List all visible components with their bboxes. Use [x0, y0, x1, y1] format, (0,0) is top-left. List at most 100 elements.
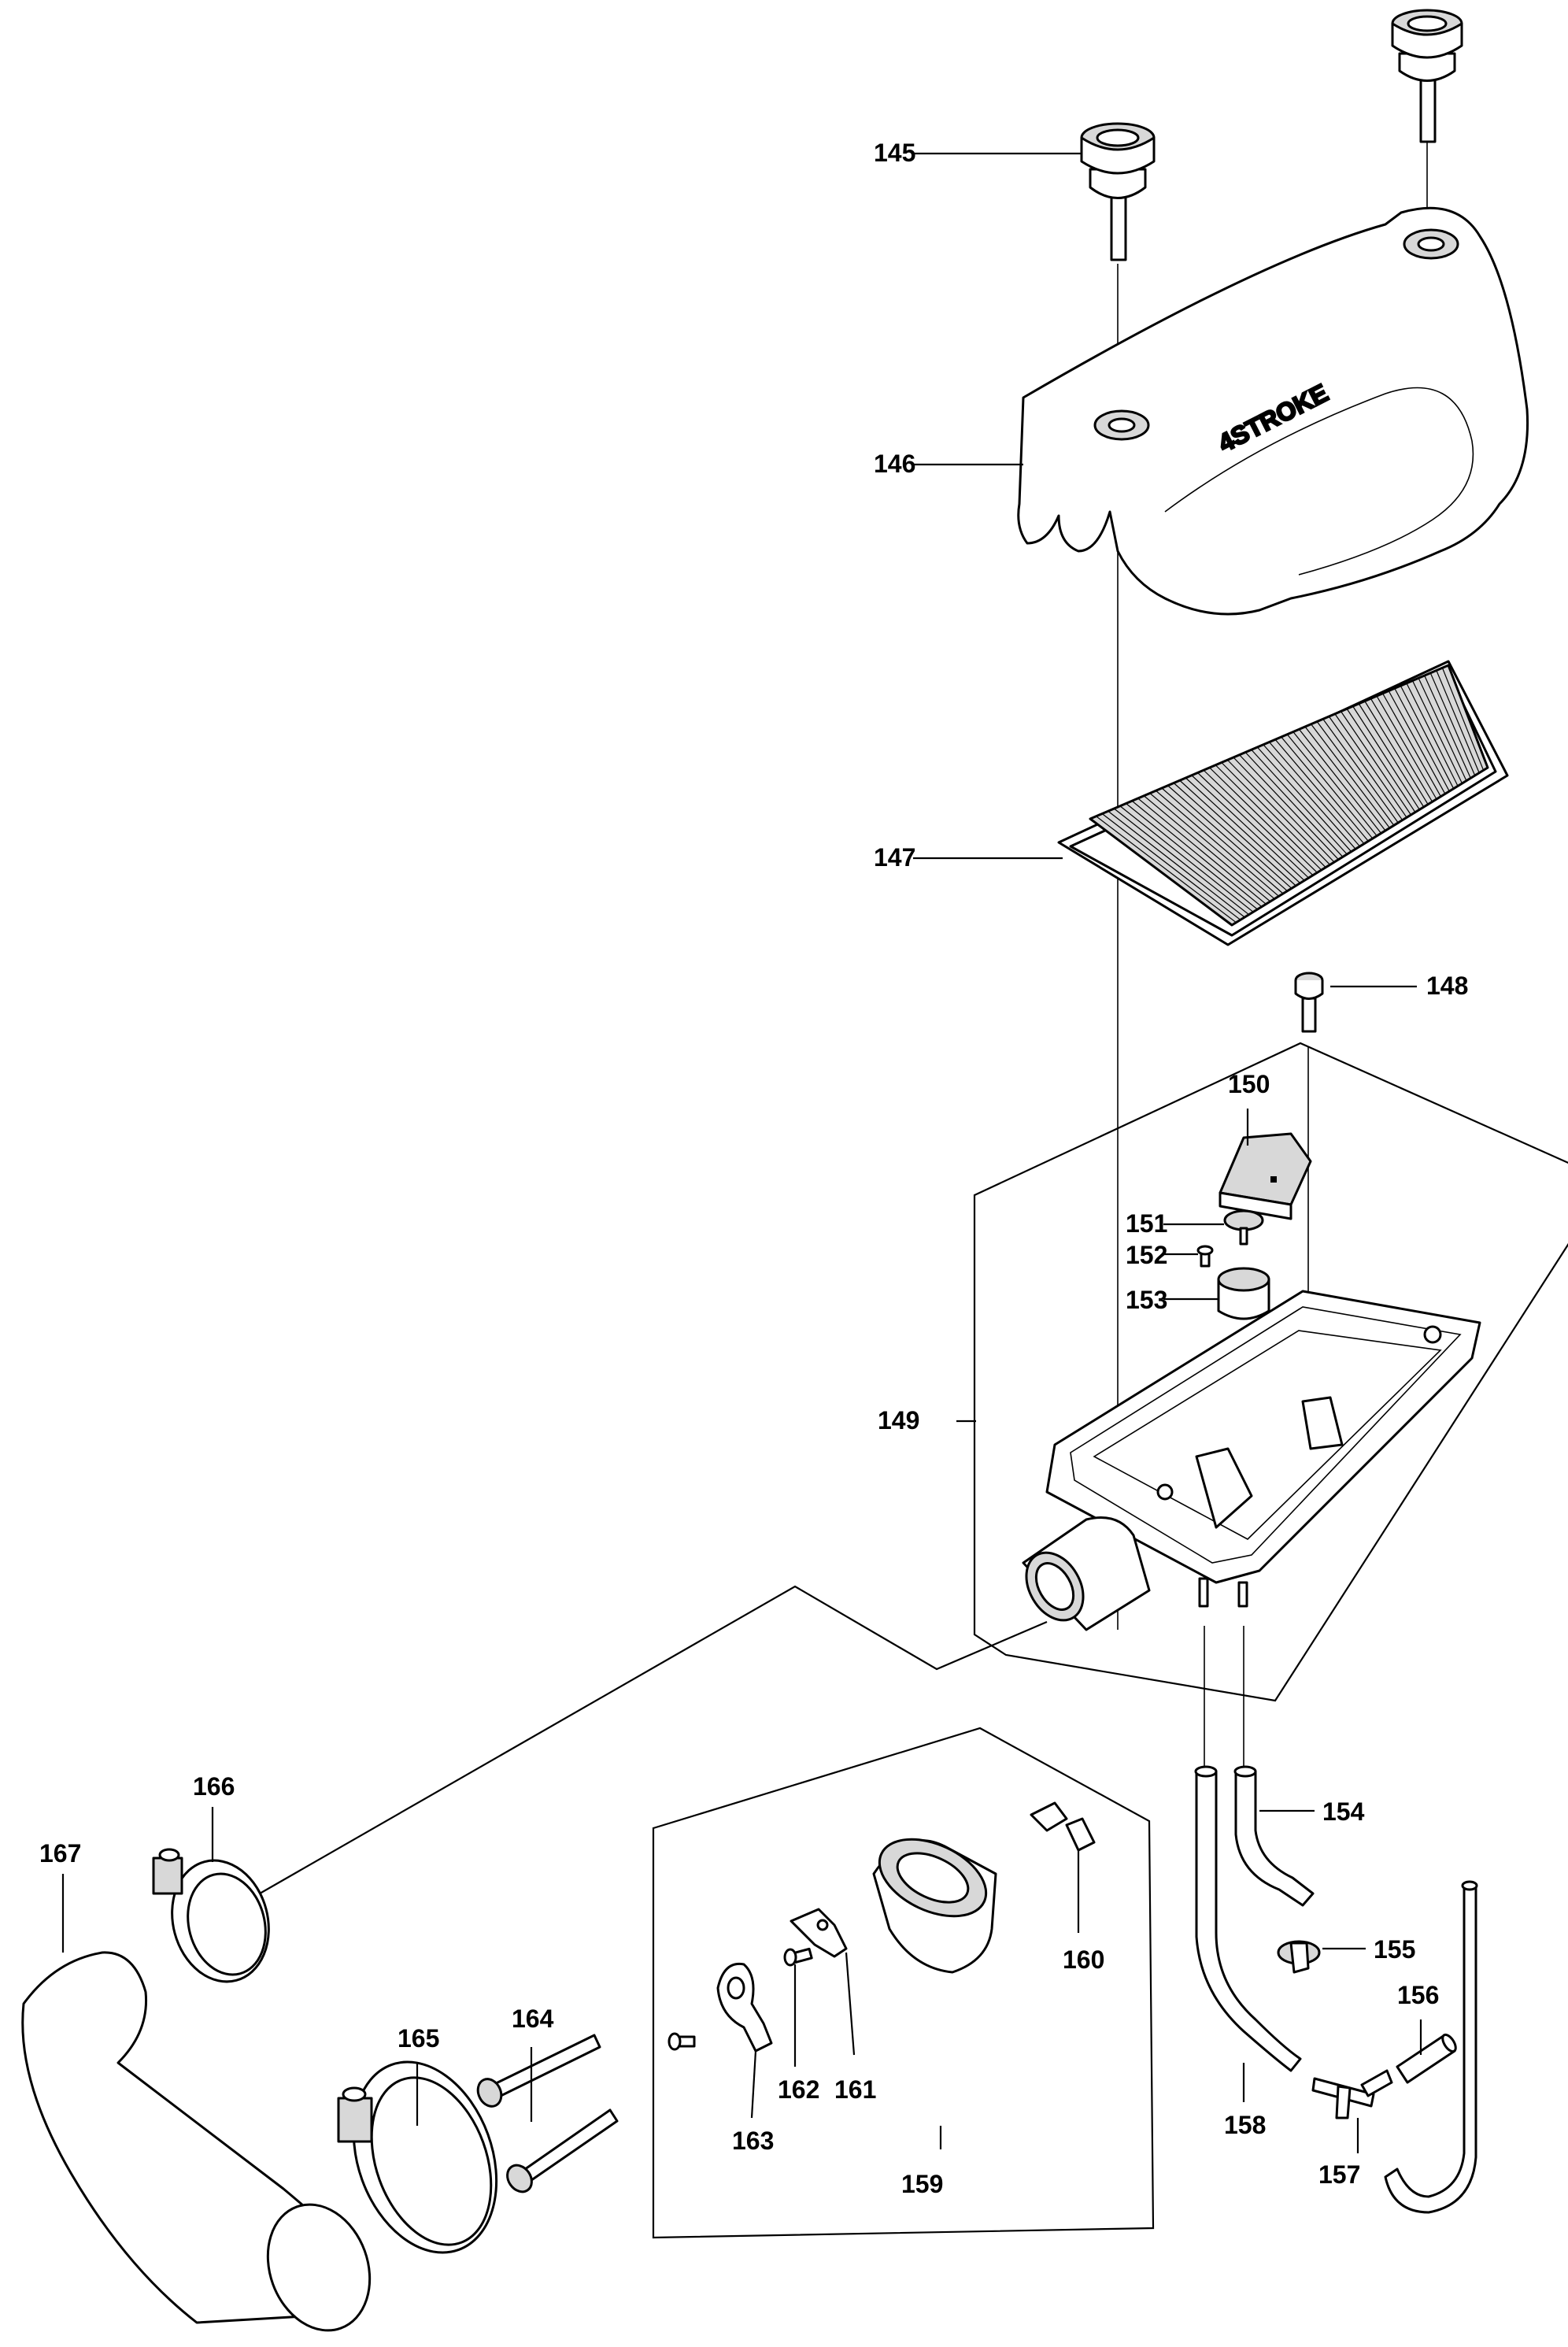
- label-153: 153: [1126, 1286, 1167, 1314]
- filter-pleat: [1424, 675, 1471, 779]
- filter-pleat: [1126, 803, 1258, 910]
- filter-pleat: [1113, 808, 1250, 916]
- label-163: 163: [732, 2127, 774, 2155]
- label-158: 158: [1224, 2111, 1266, 2139]
- valve-151-drawing: [1223, 1209, 1264, 1246]
- filter-pleat: [1382, 693, 1441, 797]
- sleeve-153-drawing: [1217, 1267, 1270, 1320]
- filter-pleat: [1418, 677, 1467, 781]
- filter-pleat: [1269, 742, 1360, 847]
- label-162: 162: [778, 2075, 819, 2104]
- knob-right-drawing: [1391, 9, 1463, 143]
- label-165: 165: [398, 2024, 439, 2053]
- filter-pleat: [1173, 783, 1292, 889]
- filter-pleat: [1119, 805, 1254, 913]
- label-159: 159: [901, 2170, 943, 2198]
- filter-pleat: [1370, 698, 1433, 802]
- filter-pleat: [1251, 749, 1348, 855]
- filter-pleat: [1346, 708, 1416, 813]
- filter-pleat: [1358, 703, 1425, 808]
- filter-pleat: [1101, 813, 1241, 920]
- filter-pleat: [1311, 724, 1390, 829]
- filter-pleat: [1286, 734, 1374, 839]
- label-145: 145: [874, 139, 915, 167]
- filter-pleat: [1394, 687, 1450, 792]
- tee-157-drawing: [1311, 2069, 1393, 2119]
- leader-lines: [61, 152, 1422, 2153]
- label-150: 150: [1228, 1070, 1270, 1098]
- filter-pleat: [1239, 754, 1339, 861]
- filter-pleat: [1221, 762, 1326, 868]
- filter-pleat: [1209, 767, 1318, 873]
- filter-pleat: [1436, 670, 1480, 773]
- filter-pleat: [1441, 668, 1485, 771]
- filter-pleat: [1400, 685, 1455, 789]
- inlet-159-drawing: [872, 1838, 997, 1974]
- clamp-155-drawing: [1277, 1940, 1321, 1974]
- filter-pleat: [1281, 736, 1369, 842]
- filter-pleat: [1191, 775, 1305, 881]
- filter-pleat: [1328, 716, 1403, 821]
- filter-pleat: [1108, 810, 1245, 918]
- filter-pleat: [1304, 726, 1386, 831]
- filter-pleat: [1376, 695, 1437, 800]
- lever-160-drawing: [1030, 1801, 1096, 1852]
- label-149: 149: [878, 1406, 919, 1434]
- screw-148-drawing: [1294, 972, 1324, 1033]
- filter-pleat: [1388, 690, 1446, 794]
- housing-149-drawing: [1022, 1290, 1481, 1631]
- filter-pleat: [1131, 800, 1263, 908]
- filter-pleat: [1185, 777, 1301, 884]
- filter-pleat: [1316, 721, 1395, 826]
- label-147: 147: [874, 843, 915, 872]
- filter-147-drawing: [1057, 660, 1509, 946]
- filter-pleat: [1226, 759, 1331, 865]
- elbow-167-drawing: [21, 1951, 372, 2332]
- filter-pleat: [1364, 701, 1429, 805]
- label-148: 148: [1426, 972, 1468, 1000]
- filter-pleat: [1233, 757, 1335, 863]
- label-166: 166: [193, 1772, 235, 1801]
- bolts-164-drawing: [476, 2034, 619, 2193]
- screw-162-drawing: [783, 1947, 813, 1967]
- screw-152-drawing: [1196, 1245, 1214, 1268]
- label-161: 161: [834, 2075, 876, 2104]
- label-151: 151: [1126, 1209, 1167, 1238]
- clamp-165-drawing: [337, 2060, 498, 2254]
- label-152: 152: [1126, 1241, 1167, 1269]
- label-157: 157: [1318, 2160, 1360, 2189]
- filter-pleat: [1156, 790, 1279, 897]
- label-156: 156: [1397, 1981, 1439, 2009]
- filter-pleat: [1429, 672, 1476, 776]
- filter-pleats: [1096, 668, 1485, 924]
- clamp-166-drawing: [152, 1848, 270, 1983]
- connector-line-166-149: [259, 1585, 1048, 1894]
- lever-163-drawing: [668, 1962, 773, 2053]
- filter-pleat: [1292, 731, 1378, 837]
- hose-154-drawing: [1233, 1765, 1315, 1907]
- filter-pleat: [1352, 705, 1420, 810]
- label-160: 160: [1063, 1945, 1104, 1974]
- filter-pleat: [1197, 772, 1309, 879]
- filter-pleat: [1161, 787, 1284, 894]
- hose-158-drawing: [1194, 1765, 1478, 2214]
- filter-pleat: [1244, 752, 1344, 857]
- filter-pleat: [1341, 711, 1411, 816]
- filter-pleat: [1256, 746, 1352, 853]
- filter-pleat: [1322, 718, 1399, 824]
- assembly-box-159: [652, 1727, 1155, 2239]
- label-154: 154: [1322, 1797, 1365, 1826]
- cover-146-drawing: 4STROKE: [1017, 206, 1529, 616]
- filter-pleat: [1263, 744, 1356, 850]
- cap-150-drawing: [1219, 1132, 1312, 1220]
- assembly-box-149: [973, 1042, 1568, 1702]
- knob-145-drawing: [1080, 122, 1156, 261]
- label-146: 146: [874, 450, 915, 478]
- filter-pleat: [1167, 785, 1288, 892]
- filter-pleat: [1137, 798, 1267, 905]
- filter-pleat: [1149, 793, 1275, 900]
- label-167: 167: [39, 1839, 81, 1868]
- filter-pleat: [1179, 779, 1296, 887]
- label-164: 164: [512, 2005, 554, 2033]
